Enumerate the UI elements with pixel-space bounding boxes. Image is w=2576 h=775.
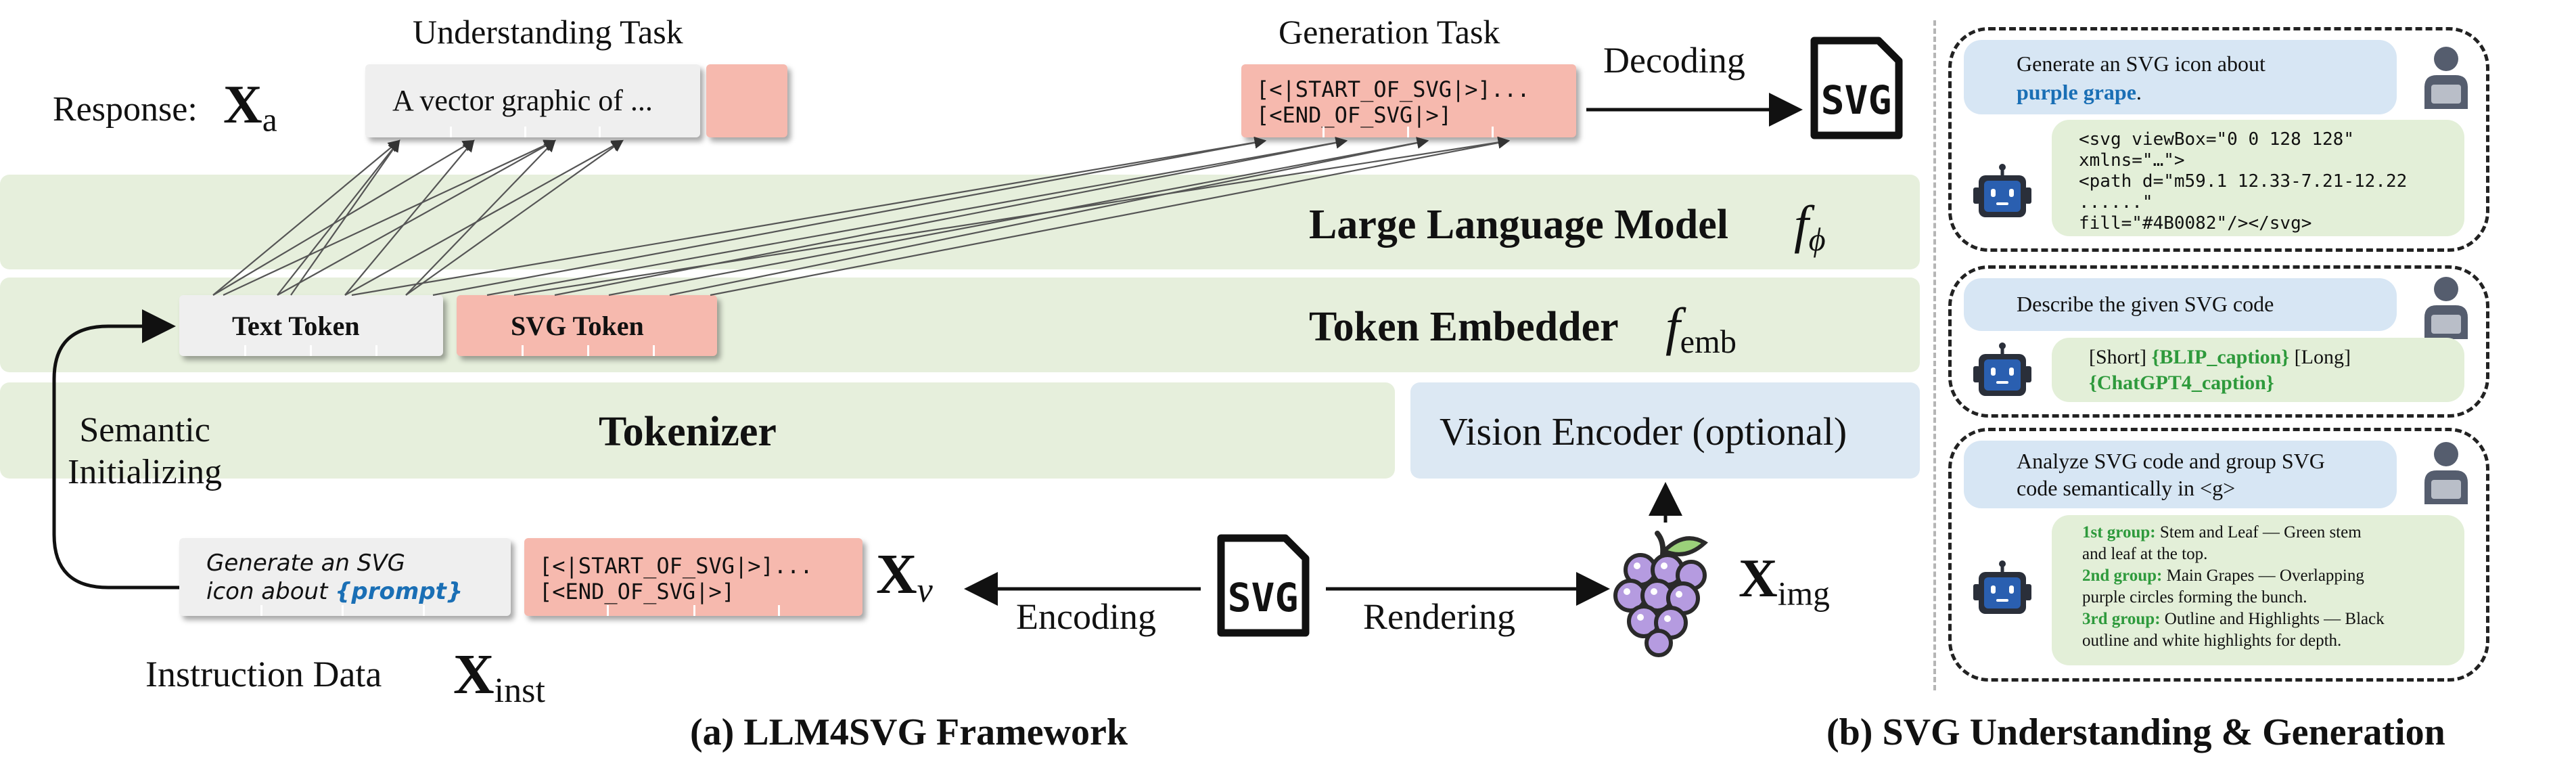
tokenizer-band <box>0 382 1395 479</box>
chat-panel-generation: Generate an SVG icon about purple grape.… <box>1948 27 2489 252</box>
user-message-line2: code semantically in <g> <box>2017 476 2236 500</box>
user-bubble: Describe the given SVG code <box>1964 278 2397 331</box>
section-divider <box>1933 20 1936 690</box>
bot-code-line: fill="#4B0082"/></svg> <box>2079 213 2312 234</box>
user-bubble: Analyze SVG code and group SVG code sema… <box>1964 441 2397 508</box>
group2-label: 2nd group: <box>2082 567 2163 585</box>
group1-label: 1st group: <box>2082 523 2156 541</box>
connector-lines <box>52 93 1803 606</box>
user-message: Describe the given SVG code <box>2017 292 2274 316</box>
user-message-line1: Generate an SVG icon about <box>2017 51 2266 76</box>
chat-panel-understanding: Describe the given SVG code [Short] {BLI… <box>1948 265 2489 418</box>
group2-text-cont: purple circles forming the bunch. <box>2082 588 2307 606</box>
group3-text-cont: outline and white highlights for depth. <box>2082 632 2342 650</box>
gen-code-line2: [<END_OF_SVG|>] <box>1256 102 1452 128</box>
svg-file-icon: SVG <box>1217 534 1310 637</box>
instr-code-line2: [<END_OF_SVG|>] <box>539 579 735 604</box>
text-token: Text Token <box>179 295 443 356</box>
response-label: Response: <box>53 90 198 129</box>
svg-text:SVG: SVG <box>1821 77 1892 123</box>
gen-code-line1: [<|START_OF_SVG|>]... <box>1256 76 1530 102</box>
response-var: Xa <box>223 75 277 139</box>
ximg-var: Ximg <box>1739 549 1830 613</box>
instruction-token-row: Generate an SVG icon about {prompt} <box>179 538 511 616</box>
blip-caption: {BLIP_caption} <box>2151 346 2290 368</box>
instr-line1: Generate an SVG <box>206 550 405 577</box>
embedder-var: femb <box>1665 297 1736 361</box>
chat-panel-grouping: Analyze SVG code and group SVG code sema… <box>1948 428 2489 682</box>
svg-text:SVG: SVG <box>1228 575 1299 621</box>
vision-encoder-label: Vision Encoder (optional) <box>1440 409 1847 453</box>
encoding-label: Encoding <box>1016 596 1156 637</box>
semantic-initializing-label: Semantic Initializing <box>68 411 223 491</box>
response-token-row: A vector graphic of ... <box>365 64 700 137</box>
bot-bubble: [Short] {BLIP_caption} [Long] {ChatGPT4_… <box>2052 338 2464 402</box>
user-bubble: Generate an SVG icon about purple grape. <box>1964 40 2397 114</box>
bot-bubble: <svg viewBox="0 0 128 128" xmlns="…"> <p… <box>2052 120 2464 236</box>
xv-var: Xv <box>876 543 933 611</box>
bot-bubble: 1st group: Stem and Leaf — Green stem an… <box>2052 515 2464 665</box>
robot-icon <box>1973 560 2031 614</box>
instr-code-line1: [<|START_OF_SVG|>]... <box>539 553 813 579</box>
instr-prompt: {prompt} <box>335 578 463 605</box>
svg-token-label: SVG Token <box>511 311 644 341</box>
user-message-line1: Analyze SVG code and group SVG <box>2017 449 2325 473</box>
bot-code-line: <path d="m59.1 12.33-7.21-12.22 <box>2079 171 2408 192</box>
robot-icon <box>1973 342 2031 396</box>
caption-framework: (a) LLM4SVG Framework <box>690 711 1128 753</box>
bot-code-line: xmlns="…"> <box>2079 150 2185 171</box>
response-svg-token <box>706 64 787 137</box>
long-label: [Long] <box>2294 346 2351 368</box>
group1-text-cont: and leaf at the top. <box>2082 545 2208 563</box>
short-label: [Short] <box>2089 346 2146 368</box>
user-avatar-icon <box>2424 47 2468 109</box>
group2-text: Main Grapes — Overlapping <box>2162 567 2364 585</box>
instruction-svg-tokens: [<|START_OF_SVG|>]... [<END_OF_SVG|>] <box>524 538 862 616</box>
gpt-caption: {ChatGPT4_caption} <box>2089 372 2274 394</box>
group3-label: 3rd group: <box>2082 610 2161 628</box>
group3-text: Outline and Highlights — Black <box>2160 610 2385 628</box>
bot-code-line: ......" <box>2079 192 2153 213</box>
grape-icon <box>1613 531 1708 657</box>
instruction-data-label: Instruction Data <box>145 654 382 694</box>
llm-label: Large Language Model <box>1309 202 1728 248</box>
user-message-keyword: purple grape <box>2017 80 2136 104</box>
robot-icon <box>1973 164 2031 217</box>
svg-file-icon: SVG <box>1810 37 1903 139</box>
user-avatar-icon <box>2424 442 2468 504</box>
text-token-label: Text Token <box>232 311 360 341</box>
rendering-label: Rendering <box>1363 596 1515 637</box>
svg-token: SVG Token <box>457 295 717 356</box>
embedder-label: Token Embedder <box>1309 304 1619 350</box>
bot-code-line: <svg viewBox="0 0 128 128" <box>2079 129 2354 150</box>
group1-text: Stem and Leaf — Green stem <box>2155 523 2362 541</box>
instr-line2: icon about <box>206 578 336 605</box>
vision-encoder-band <box>1410 382 1920 479</box>
understanding-task-title: Understanding Task <box>413 13 683 51</box>
response-text: A vector graphic of ... <box>392 84 653 117</box>
xinst-var: Xinst <box>453 643 545 711</box>
user-avatar-icon <box>2424 277 2468 339</box>
decoding-label: Decoding <box>1603 40 1745 81</box>
generation-task-title: Generation Task <box>1279 13 1500 51</box>
generation-token-row: [<|START_OF_SVG|>]... [<END_OF_SVG|>] <box>1241 64 1576 137</box>
caption-understanding-generation: (b) SVG Understanding & Generation <box>1826 711 2445 753</box>
tokenizer-label: Tokenizer <box>599 409 777 455</box>
llm-var: fϕ <box>1794 195 1826 259</box>
